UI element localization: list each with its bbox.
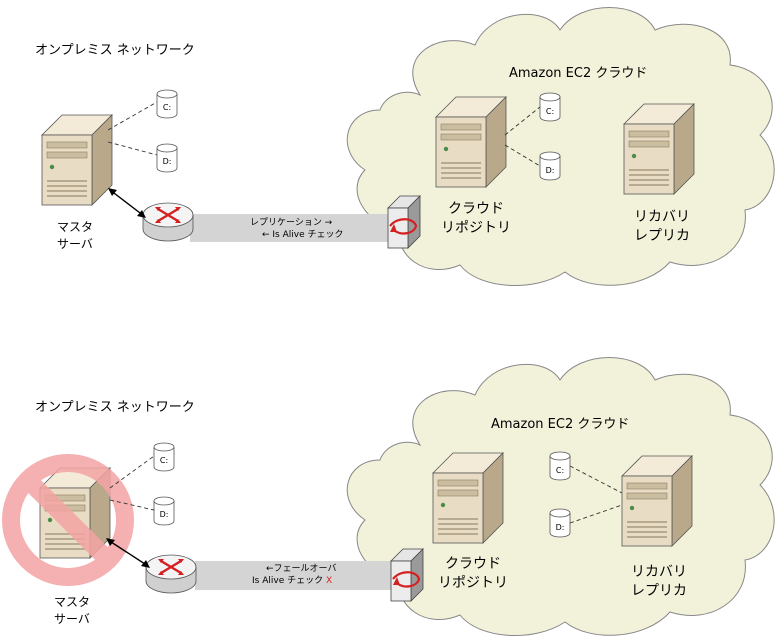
gateway-bottom (389, 547, 425, 603)
tunnel-text-bottom: ←フェールオーバ Is Alive チェック X (252, 563, 336, 587)
cloud-title-top: Amazon EC2 クラウド (509, 66, 648, 81)
failover-label: ←フェールオーバ (266, 564, 337, 574)
tunnel-bottom (195, 561, 392, 590)
recovery-replica-label-bottom: リカバリ レプリカ (619, 563, 699, 601)
label-line: クラウド (445, 556, 501, 572)
cloud-repository-server-top (435, 96, 507, 188)
label-line: リカバリ (634, 209, 690, 225)
disk-link (569, 504, 623, 524)
failed-x-icon: X (325, 576, 333, 586)
label-line: マスタ (56, 220, 93, 234)
disk-link (107, 141, 158, 156)
router-bottom (144, 553, 198, 595)
recovery-replica-label-top: リカバリ レプリカ (622, 208, 702, 246)
cloud-disk-c-label-top: C: (546, 107, 554, 116)
disk-link (569, 465, 623, 494)
recovery-replica-server-bottom (621, 455, 693, 547)
recovery-disk-d-label-bottom: D: (556, 523, 565, 532)
cloud-repository-server-bottom (432, 452, 504, 544)
master-server-top (41, 114, 113, 206)
recovery-disk-c-label-bottom: C: (556, 466, 564, 475)
recovery-replica-server-top (623, 103, 695, 195)
arrowhead (106, 538, 150, 568)
disk-d-label-bottom: D: (160, 510, 169, 519)
disk-link (109, 499, 155, 511)
label-line: サーバ (57, 237, 93, 251)
tunnel-top (190, 214, 390, 242)
label-line: マスタ (53, 595, 90, 609)
gateway-top (386, 194, 422, 250)
is-alive-line: Is Alive チェック X (252, 575, 336, 587)
disk-d-label-top: D: (163, 157, 172, 166)
label-line: レプリカ (631, 583, 687, 599)
master-server-label-bottom: マスタ サーバ (42, 594, 102, 628)
label-line: リポジトリ (441, 220, 511, 236)
label-line: レプリカ (634, 228, 690, 244)
label-line: サーバ (54, 612, 90, 626)
router-top (141, 201, 195, 243)
tunnel-text-top: レプリケーション → ← Is Alive チェック (250, 217, 344, 241)
disk-link (504, 106, 541, 136)
disk-c-label-top: C: (163, 103, 171, 112)
disk-link (109, 455, 155, 489)
network-title-top: オンプレミス ネットワーク (35, 43, 195, 58)
network-title-bottom: オンプレミス ネットワーク (35, 400, 195, 415)
is-alive-label: ← Is Alive チェック (262, 230, 344, 240)
link-arrow (107, 539, 149, 567)
label-line: リカバリ (631, 564, 687, 580)
label-line: クラウド (448, 201, 504, 217)
replication-label: レプリケーション → (250, 218, 333, 228)
label-line: リポジトリ (438, 575, 508, 591)
master-server-label-top: マスタ サーバ (45, 219, 105, 253)
cloud-repository-label-top: クラウド リポジトリ (436, 200, 516, 238)
cloud-title-bottom: Amazon EC2 クラウド (491, 417, 630, 432)
cloud-disk-d-label-top: D: (546, 166, 555, 175)
arrowhead (108, 188, 146, 218)
disk-c-label-bottom: C: (160, 456, 168, 465)
disk-link (107, 101, 158, 131)
blocked-sign (2, 454, 134, 586)
cloud-bottom (346, 357, 775, 636)
cloud-top (346, 7, 775, 286)
is-alive-label: Is Alive チェック (252, 576, 324, 586)
link-arrow (109, 189, 145, 217)
cloud-repository-label-bottom: クラウド リポジトリ (433, 555, 513, 593)
